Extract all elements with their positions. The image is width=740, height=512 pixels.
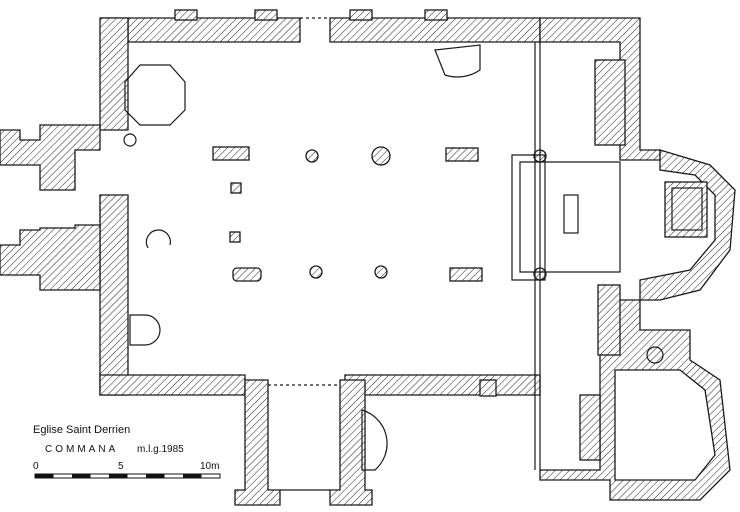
scale-label-end: 10m <box>200 461 220 472</box>
legend-title: Eglise Saint Derrien <box>33 424 131 436</box>
pier <box>445 147 479 162</box>
north-buttress <box>254 9 278 21</box>
spiral-stair <box>145 229 171 249</box>
pier <box>229 231 241 243</box>
scale-bar <box>34 473 221 479</box>
pier <box>449 267 483 282</box>
north-buttress <box>174 9 198 21</box>
north-door-swing <box>434 44 481 78</box>
pier <box>479 379 497 397</box>
pier <box>230 182 242 194</box>
west-porch-south <box>0 224 101 291</box>
apse <box>639 149 736 301</box>
stair-turret <box>123 133 137 147</box>
north-buttress <box>349 9 373 21</box>
pier <box>232 267 262 282</box>
altar-slab <box>563 194 579 234</box>
south-chapel <box>539 299 731 501</box>
legend-author: m.l.g.1985 <box>137 444 184 455</box>
altar-step <box>594 59 626 146</box>
north-buttress <box>424 9 448 21</box>
south-porch-west <box>234 379 281 506</box>
south-porch-east <box>329 379 373 506</box>
north-wall <box>100 17 541 43</box>
scale-label-mid: 5 <box>118 461 124 472</box>
pulpit <box>371 146 391 166</box>
high-altar <box>671 187 703 231</box>
baptistery-octagon <box>124 64 186 126</box>
round-pier <box>305 149 319 163</box>
south-wall <box>99 374 541 396</box>
chapel-font <box>646 346 664 364</box>
round-pier <box>309 265 323 279</box>
choir-enclosure <box>511 154 621 281</box>
west-porch-north <box>0 124 101 191</box>
niche <box>129 314 161 346</box>
round-pier <box>374 265 388 279</box>
west-wall <box>99 17 129 396</box>
altar-base <box>664 181 708 238</box>
chapel-step <box>579 394 601 461</box>
south-door-swing <box>361 409 388 471</box>
pier <box>212 146 250 161</box>
scale-label-start: 0 <box>33 461 39 472</box>
chapel-step <box>597 284 621 356</box>
legend-place: COMMANA <box>45 444 119 455</box>
